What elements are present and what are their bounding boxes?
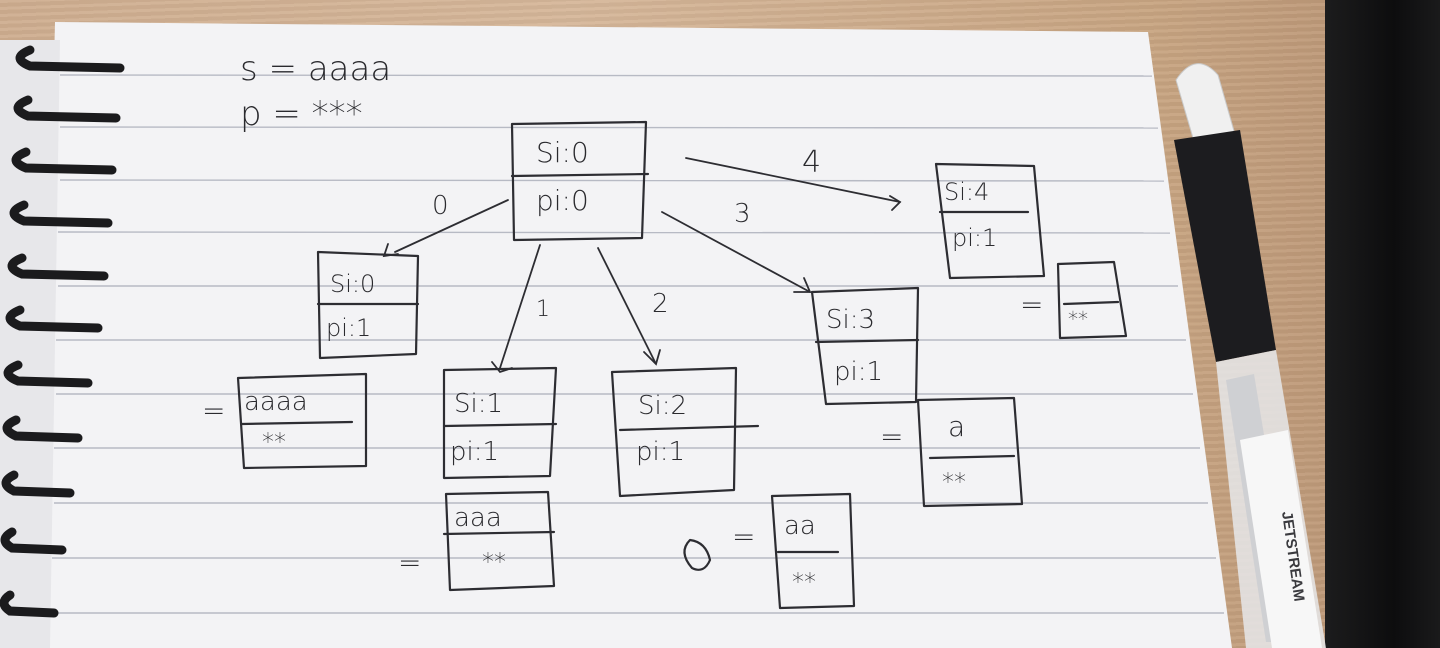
dark-fabric [1325,0,1440,648]
result-r3-bottom: ** [942,468,966,496]
tree-edges [382,157,902,374]
edge-label-3: 3 [734,199,751,229]
edge-label-1: 1 [536,297,550,322]
edge-root-to-n1 [499,244,541,369]
spiral-binding [0,45,125,618]
node-n4: Si:4 pi:1 [934,162,1046,280]
edge-arrowhead-n3 [793,277,812,293]
result-r3: = a ** [880,396,1024,508]
node-n2-si: Si:2 [638,391,687,421]
result-r4-equals: = [1020,288,1043,321]
node-n1-si: Si:1 [454,389,503,419]
result-r0: = aaaa ** [202,372,368,470]
node-n2: Si:2 pi:1 [610,366,760,498]
edge-label-4: 4 [802,145,821,180]
edge-arrowhead-n2 [643,349,661,366]
node-n4-pi: pi:1 [952,224,997,252]
result-r0-equals: = [202,394,225,427]
edge-arrowhead-n4 [889,195,902,211]
result-r1-equals: = [398,546,421,579]
edge-label-2: 2 [652,289,669,319]
result-r2-equals: = [732,520,755,553]
node-n0-si: Si:0 [330,270,375,298]
result-r3-top: a [948,410,965,443]
edge-label-0: 0 [432,191,449,221]
node-root: Si:0 pi:0 [510,120,650,242]
result-r4: = ** [1020,260,1128,340]
node-n3: Si:3 pi:1 [810,286,920,406]
node-n0-pi: pi:1 [326,314,371,342]
node-n1: Si:1 pi:1 [442,366,558,480]
node-n3-pi: pi:1 [834,357,883,387]
pen: JETSTREAM [1174,63,1326,648]
node-root-si: Si:0 [536,136,589,169]
node-n3-si: Si:3 [826,305,875,335]
result-r2-bottom: ** [792,568,816,596]
result-r1-bottom: ** [482,548,506,576]
pattern-definition: p = *** [240,94,363,134]
scribble-mark [683,538,712,571]
result-r0-bottom: ** [262,428,286,456]
page-stack-edge [0,40,60,648]
edge-root-to-n4 [685,157,901,203]
node-n2-pi: pi:1 [636,437,685,467]
node-n0: Si:0 pi:1 [316,250,420,360]
result-r3-equals: = [880,420,903,453]
result-r4-bottom: ** [1068,307,1088,331]
notebook-page [40,22,1232,648]
edge-root-to-n0 [394,199,509,253]
node-root-pi: pi:0 [536,184,589,217]
result-r2: = aa ** [683,492,856,610]
result-r1-top: aaa [454,503,502,533]
result-r1: = aaa ** [398,490,556,592]
result-r0-top: aaaa [244,387,308,417]
edge-root-to-n3 [661,211,811,293]
string-definition: s = aaaa [240,49,391,89]
node-n4-si: Si:4 [944,178,989,206]
node-n1-pi: pi:1 [450,437,499,467]
result-r2-top: aa [784,511,816,541]
edge-root-to-n2 [597,247,656,363]
